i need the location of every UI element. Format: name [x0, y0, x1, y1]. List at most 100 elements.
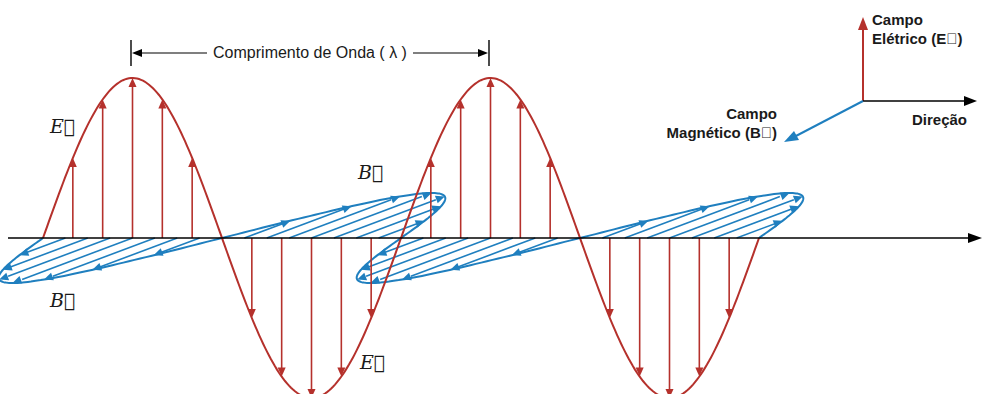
magnetic-arrowhead [700, 206, 710, 213]
magnetic-arrowhead [44, 273, 54, 280]
electric-vector [699, 238, 701, 371]
propagation-axis [8, 237, 972, 239]
electric-arrowhead [308, 389, 316, 394]
magnetic-arrowhead [748, 196, 758, 203]
electric-arrowhead [248, 309, 256, 318]
electric-vector [490, 84, 492, 238]
magnetic-vector [289, 200, 391, 238]
axis-key-label: Campo Elétrico (E⃗) [872, 10, 972, 48]
magnetic-vector [692, 200, 794, 238]
magnetic-vector [714, 209, 792, 238]
axis-key-label-text: Direção [912, 111, 967, 128]
electric-vector [639, 238, 641, 371]
magnetic-vector [647, 200, 749, 238]
magnetic-vector [356, 209, 434, 238]
wavelength-label: Comprimento de Onda ( λ ) [140, 43, 480, 63]
magnetic-vector [312, 197, 422, 238]
electric-arrowhead [367, 309, 375, 318]
magnetic-arrowhead [773, 220, 783, 227]
electric-vector [430, 161, 432, 238]
magnetic-arrowhead [13, 276, 23, 283]
bracket-arrowhead [478, 49, 488, 57]
wavelength-label-text: Comprimento de Onda ( λ ) [207, 44, 413, 61]
magnetic-arrowhead [450, 263, 460, 270]
axis-key-label-text: Campo Magnético (B⃗) [667, 105, 777, 141]
magnetic-vector [457, 238, 535, 267]
axis-key-label: Campo Magnético (B⃗) [655, 104, 777, 142]
magnetic-vector [22, 238, 132, 279]
electric-arrowhead [725, 309, 733, 318]
electric-arrowhead [337, 368, 345, 377]
electric-vector [341, 238, 343, 371]
magnetic-arrowhead [512, 248, 522, 255]
electric-arrowhead [666, 389, 674, 394]
magnetic-arrowhead [377, 248, 387, 255]
magnetic-arrowhead [342, 206, 352, 213]
electric-vector [609, 238, 611, 315]
electric-vector [549, 161, 551, 238]
magnetic-arrowhead [357, 273, 367, 280]
magnetic-vector [368, 238, 446, 267]
magnetic-arrowhead [780, 192, 790, 199]
magnetic-arrowhead [92, 263, 102, 270]
electric-vector [191, 161, 193, 238]
electric-vector [281, 238, 283, 371]
bracket-arrowhead [132, 49, 142, 57]
electric-arrowhead [158, 99, 166, 108]
field-symbol: B⃗ [50, 288, 75, 312]
electric-vector [370, 238, 372, 315]
bracket-tick [130, 40, 131, 66]
field-symbol: E⃗ [360, 350, 385, 374]
electric-vector [311, 238, 313, 392]
magnetic-arrowhead [402, 273, 412, 280]
magnetic-arrowhead [422, 192, 432, 199]
magnetic-arrowhead [390, 196, 400, 203]
magnetic-arrowhead [431, 206, 441, 213]
magnetic-vector [10, 238, 88, 267]
electric-curve [43, 78, 759, 394]
magnetic-vector [99, 238, 177, 267]
magnetic-vector [53, 238, 155, 276]
electric-vector [669, 238, 671, 392]
electric-arrowhead [278, 368, 286, 377]
magnetic-arrowhead [435, 196, 445, 203]
magnetic-vector [380, 238, 490, 279]
electric-vector [460, 105, 462, 238]
key-magnetic-arrow [794, 101, 863, 137]
electric-arrowhead [636, 368, 644, 377]
key-direction-arrow [863, 100, 966, 102]
electric-vector [132, 84, 134, 238]
magnetic-vector [411, 238, 513, 276]
axis-arrowhead [968, 233, 982, 243]
electric-vector [102, 105, 104, 238]
electric-arrowhead [457, 99, 465, 108]
magnetic-arrowhead [0, 273, 9, 280]
magnetic-vector [157, 238, 199, 254]
magnetic-vector [366, 238, 468, 276]
magnetic-arrowhead [638, 220, 648, 227]
magnetic-vector [602, 222, 644, 238]
key-arrowhead [784, 131, 799, 142]
magnetic-arrowhead [361, 263, 371, 270]
field-symbol: E⃗ [50, 114, 75, 138]
electric-arrowhead [99, 99, 107, 108]
electric-arrowhead [606, 309, 614, 318]
electric-wave [43, 78, 759, 394]
electric-arrowhead [427, 158, 435, 167]
magnetic-arrowhead [371, 276, 381, 283]
magnetic-arrowhead [280, 220, 290, 227]
field-symbol: B⃗ [358, 160, 383, 184]
field-symbol-text: B⃗ [358, 161, 383, 183]
magnetic-arrowhead [19, 248, 29, 255]
magnetic-vector [625, 209, 703, 238]
magnetic-vector [334, 200, 436, 238]
electric-arrowhead [487, 78, 495, 87]
field-symbol-text: E⃗ [360, 351, 385, 373]
magnetic-vector [244, 222, 286, 238]
magnetic-vector [670, 197, 780, 238]
magnetic-arrowhead [789, 206, 799, 213]
magnetic-arrowhead [415, 220, 425, 227]
magnetic-vector [23, 238, 65, 254]
field-symbol-text: E⃗ [50, 115, 75, 137]
